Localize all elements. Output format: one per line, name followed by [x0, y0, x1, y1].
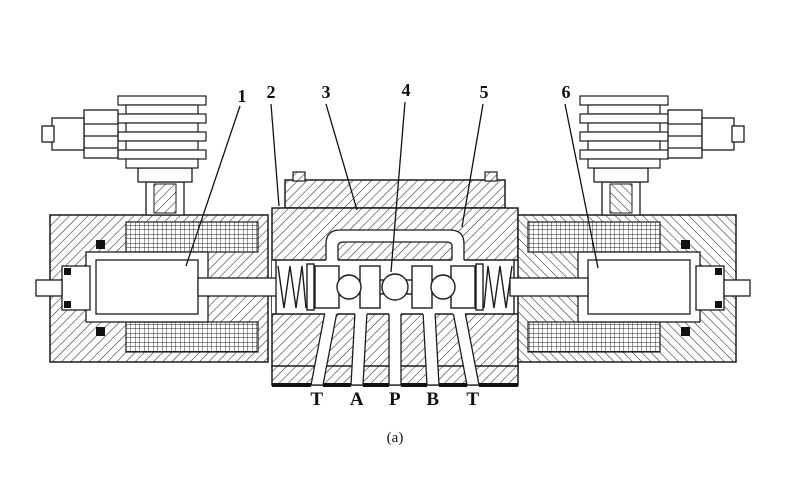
connector-fins: [117, 95, 207, 169]
armature-plunger: [95, 259, 199, 315]
callout-1: 1: [238, 86, 247, 106]
seal-dot: [96, 240, 105, 249]
port-label-B: B: [426, 389, 439, 410]
spring-right: [483, 265, 513, 309]
valve-spool: [306, 263, 484, 311]
figure-caption: (a): [387, 430, 404, 446]
port-labels: T A P B T: [310, 389, 479, 410]
centering-springs: [277, 265, 513, 309]
coil-winding-bottom: [125, 321, 259, 353]
spool-ball: [336, 274, 362, 300]
spool-land: [411, 265, 433, 309]
bore-walls: [272, 259, 518, 315]
seal-dot: [64, 268, 71, 275]
leader-2: [270, 103, 280, 207]
callout-4: 4: [402, 80, 411, 100]
seal-dot: [64, 301, 71, 308]
cap-bolt-left: [292, 171, 306, 182]
leader-lines: [185, 101, 599, 273]
flow-passages: [310, 229, 480, 386]
port-label-P: P: [389, 389, 401, 410]
connector-flange: [137, 167, 193, 183]
spool-ball-center: [381, 273, 409, 301]
callout-3: 3: [322, 82, 331, 102]
callout-6: 6: [562, 82, 571, 102]
cable-plug: [41, 109, 119, 159]
spool-land: [359, 265, 381, 309]
spool-ball: [430, 274, 456, 300]
left-solenoid-assembly: [35, 95, 277, 363]
connector-neck-core: [153, 183, 177, 214]
right-solenoid-assembly: [509, 95, 751, 363]
cap-bolt-right: [484, 171, 498, 182]
valve-top-cap: [284, 179, 506, 209]
spool-land: [314, 265, 340, 309]
leader-1: [185, 105, 241, 267]
port-label-T-right: T: [466, 389, 479, 410]
callout-2: 2: [267, 82, 276, 102]
leader-6: [564, 103, 599, 269]
spring-plate-left: [306, 263, 315, 311]
callout-5: 5: [480, 82, 489, 102]
leader-5: [461, 103, 484, 228]
spring-left: [277, 265, 307, 309]
port-label-A: A: [350, 389, 364, 410]
port-label-T-left: T: [310, 389, 323, 410]
callout-numbers: 1 2 3 4 5 6: [238, 80, 571, 106]
override-pin: [35, 279, 63, 297]
leader-3: [325, 103, 358, 211]
leader-4: [390, 101, 406, 273]
seal-dot: [96, 327, 105, 336]
push-rod: [197, 277, 277, 297]
spring-plate-right: [475, 263, 484, 311]
